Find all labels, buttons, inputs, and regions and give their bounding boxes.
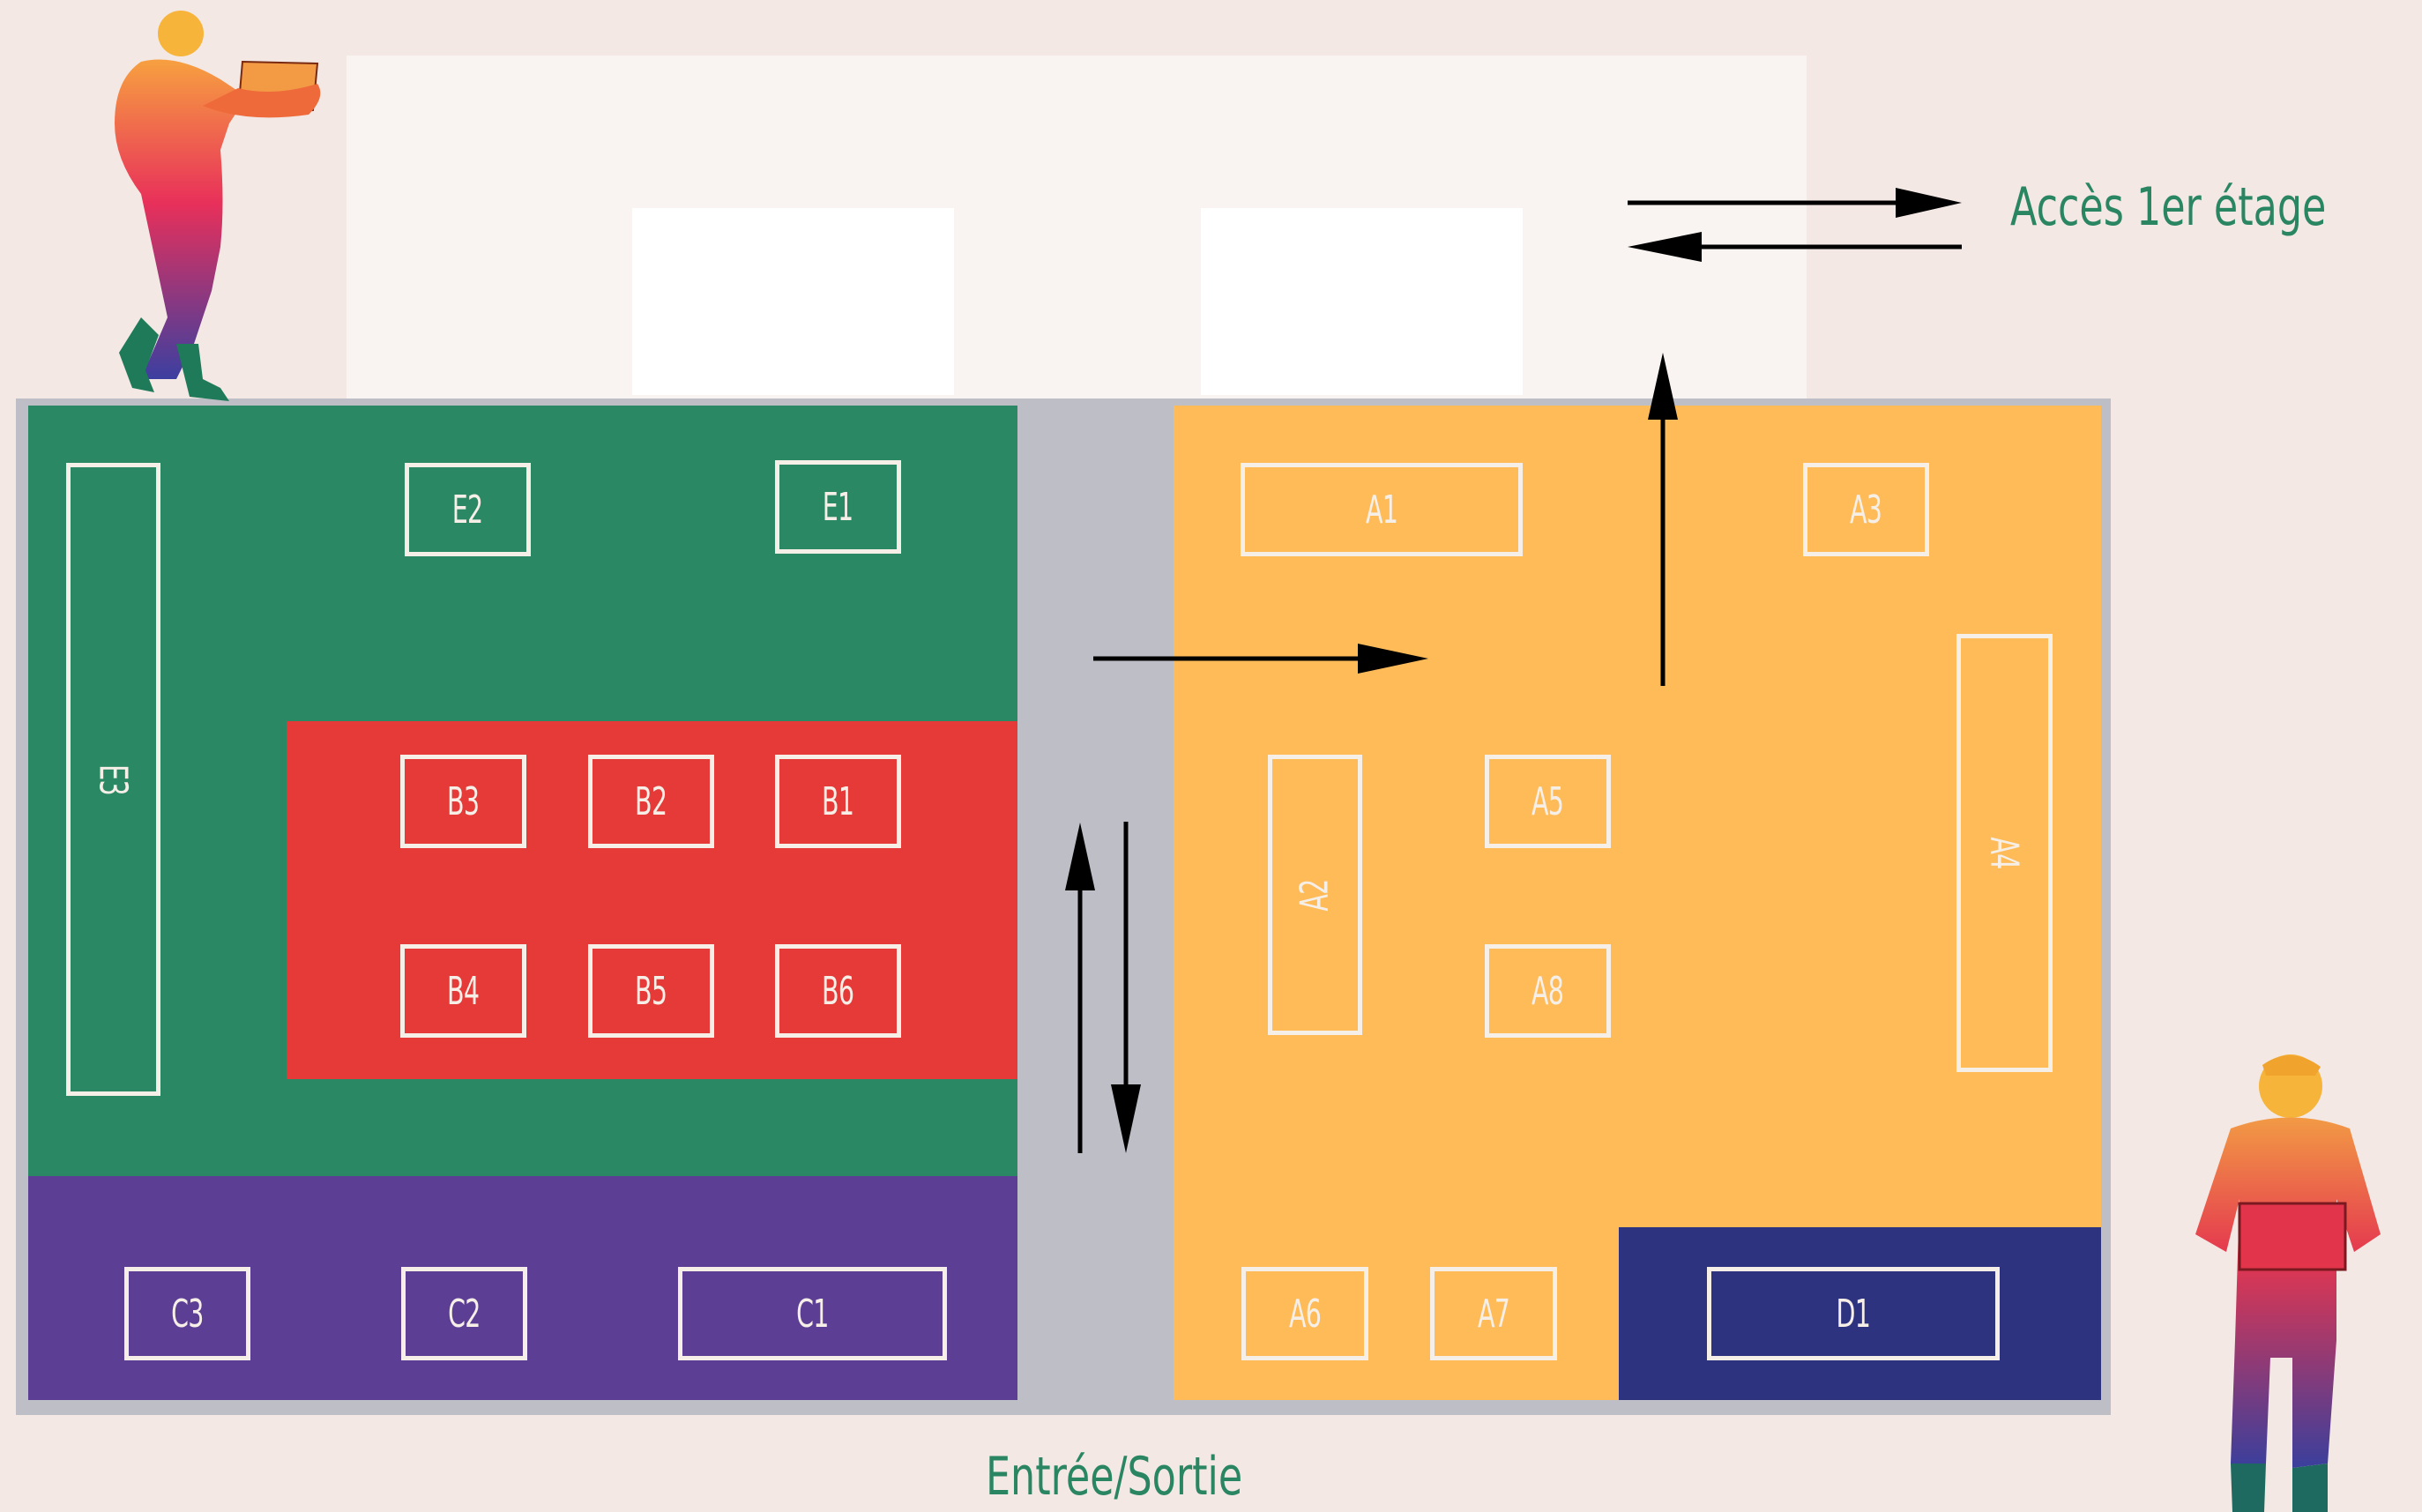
- stand-a3[interactable]: A3: [1803, 463, 1929, 556]
- arrow-entrance-down: [1111, 822, 1141, 1153]
- stand-b5[interactable]: B5: [588, 944, 714, 1038]
- stand-e3[interactable]: E3: [66, 463, 160, 1096]
- stand-a6[interactable]: A6: [1241, 1267, 1368, 1360]
- stand-a5[interactable]: A5: [1485, 755, 1611, 848]
- arrow-upper-access-out: [1628, 188, 1962, 218]
- entrance-exit-label: Entrée/Sortie: [986, 1446, 1243, 1508]
- stand-e2[interactable]: E2: [405, 463, 531, 556]
- upper-access-label: Accès 1er étage: [2010, 176, 2327, 238]
- stand-b2[interactable]: B2: [588, 755, 714, 848]
- stand-c2[interactable]: C2: [401, 1267, 527, 1360]
- upper-room-left: [632, 208, 954, 395]
- stand-c1[interactable]: C1: [678, 1267, 947, 1360]
- stand-e1[interactable]: E1: [775, 460, 901, 554]
- stand-b1[interactable]: B1: [775, 755, 901, 848]
- arrow-to-zone-a: [1093, 644, 1428, 674]
- woman-with-laptop-illustration: [115, 11, 321, 401]
- man-carrying-crate-illustration: [2195, 1054, 2381, 1512]
- zone-d: [1619, 1227, 2101, 1400]
- stand-c3[interactable]: C3: [124, 1267, 250, 1360]
- arrow-up-to-stairs: [1648, 353, 1678, 686]
- stand-b4[interactable]: B4: [400, 944, 526, 1038]
- stand-d1[interactable]: D1: [1707, 1267, 2000, 1360]
- upper-room-right: [1201, 208, 1523, 395]
- stand-a2[interactable]: A2: [1268, 755, 1362, 1035]
- arrow-upper-access-in: [1628, 232, 1962, 262]
- arrow-entrance-up: [1065, 823, 1095, 1153]
- zone-b: [287, 721, 1017, 1079]
- upper-floor-area: [347, 56, 1807, 401]
- stand-b6[interactable]: B6: [775, 944, 901, 1038]
- stand-b3[interactable]: B3: [400, 755, 526, 848]
- stand-a7[interactable]: A7: [1430, 1267, 1557, 1360]
- stand-a1[interactable]: A1: [1241, 463, 1523, 556]
- stand-a8[interactable]: A8: [1485, 944, 1611, 1038]
- stand-a4[interactable]: A4: [1956, 634, 2053, 1072]
